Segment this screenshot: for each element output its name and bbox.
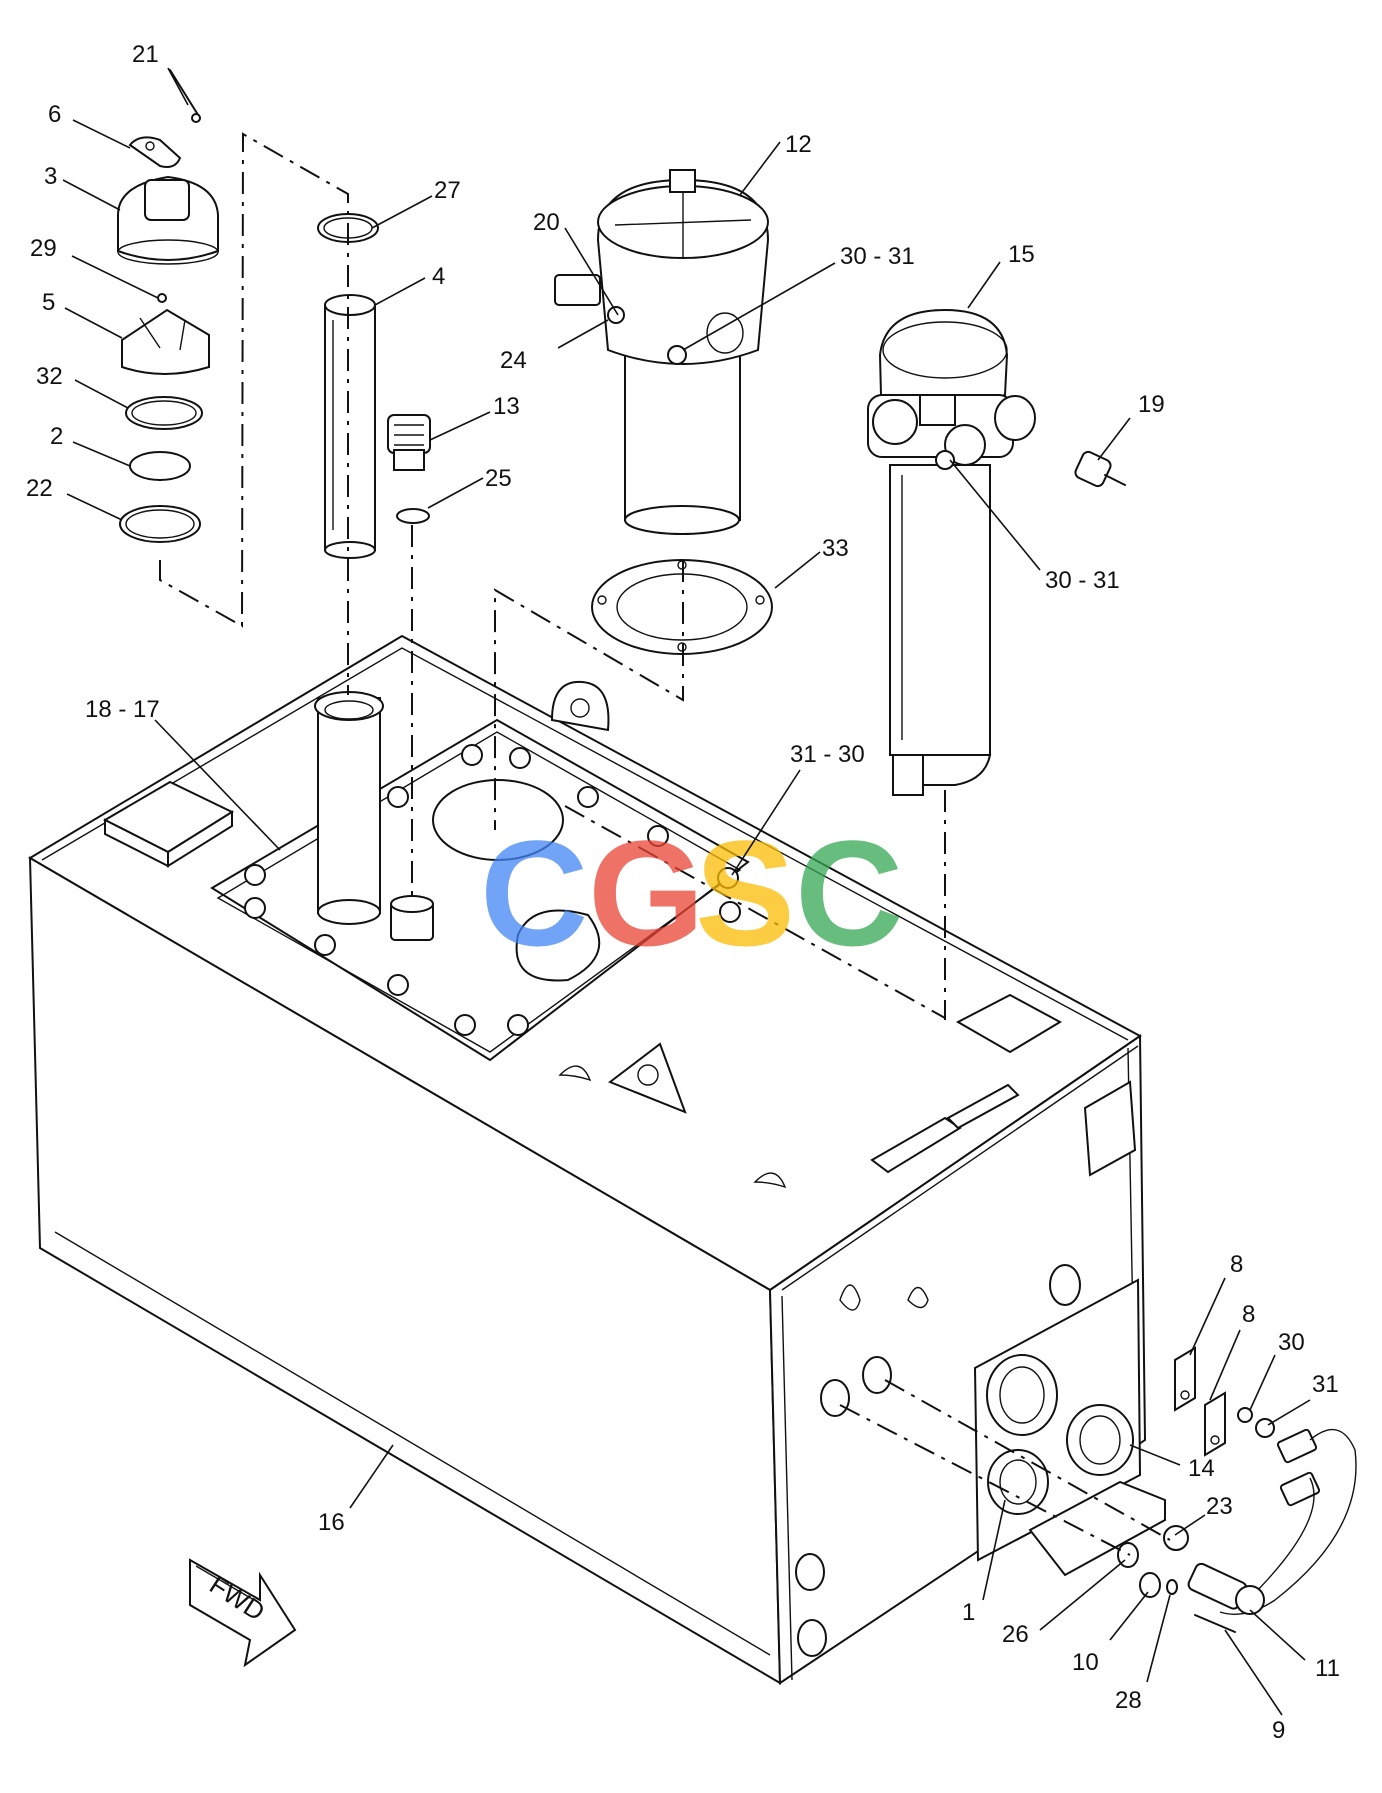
callout-28: 28 bbox=[1115, 1687, 1142, 1714]
callout-18-17: 18 - 17 bbox=[85, 696, 160, 723]
callout-23: 23 bbox=[1206, 1493, 1233, 1520]
callout-8-a: 8 bbox=[1230, 1251, 1243, 1278]
callout-9: 9 bbox=[1272, 1717, 1285, 1744]
callout-30: 30 bbox=[1278, 1329, 1305, 1356]
level-sender bbox=[1187, 1562, 1265, 1615]
callout-20: 20 bbox=[533, 209, 560, 236]
lifting-eyes bbox=[550, 680, 787, 1189]
cap-gasket bbox=[119, 505, 201, 543]
callout-5: 5 bbox=[42, 289, 55, 316]
cap-disc bbox=[129, 451, 191, 481]
callout-14: 14 bbox=[1188, 1455, 1215, 1482]
watermark-letter-c2: C bbox=[795, 809, 903, 977]
filler-cap bbox=[117, 175, 219, 265]
filter-indicator-switch bbox=[1074, 450, 1126, 488]
callout-24: 24 bbox=[500, 347, 527, 374]
small-fittings bbox=[1117, 1525, 1236, 1633]
callout-31-30: 31 - 30 bbox=[790, 741, 865, 768]
cap-lock-pin bbox=[169, 69, 201, 123]
callout-6: 6 bbox=[48, 101, 61, 128]
callout-22: 22 bbox=[26, 475, 53, 502]
watermark-letter-c1: C bbox=[480, 809, 588, 977]
callout-27: 27 bbox=[434, 177, 461, 204]
callout-10: 10 bbox=[1072, 1649, 1099, 1676]
breather bbox=[387, 414, 431, 471]
callout-31: 31 bbox=[1312, 1371, 1339, 1398]
alignment-lines bbox=[159, 132, 1171, 1556]
callout-32: 32 bbox=[36, 363, 63, 390]
callout-12: 12 bbox=[785, 131, 812, 158]
end-port-plate bbox=[973, 1278, 1166, 1577]
washer-nut bbox=[1237, 1407, 1275, 1438]
callout-16: 16 bbox=[318, 1509, 345, 1536]
case-drain-filter bbox=[867, 308, 1036, 796]
cover-plate bbox=[210, 718, 750, 1062]
callout-13: 13 bbox=[493, 393, 520, 420]
callout-labels: 21 6 3 29 5 32 2 22 27 4 13 25 20 24 12 … bbox=[26, 41, 1340, 1744]
leader-lines bbox=[62, 67, 1311, 1716]
callout-33: 33 bbox=[822, 535, 849, 562]
cap-retainer bbox=[128, 136, 182, 168]
top-pads bbox=[870, 993, 1137, 1177]
mount-pad bbox=[102, 780, 235, 868]
watermark-letter-g: G bbox=[588, 809, 705, 977]
cover-bolts bbox=[244, 744, 741, 1036]
callout-21: 21 bbox=[132, 41, 159, 68]
callout-26: 26 bbox=[1002, 1621, 1029, 1648]
return-filter bbox=[554, 169, 770, 535]
callout-2: 2 bbox=[50, 423, 63, 450]
callout-15: 15 bbox=[1008, 241, 1035, 268]
forward-arrow: FWD bbox=[189, 1558, 297, 1668]
cap-insert bbox=[121, 308, 210, 375]
callout-1: 1 bbox=[962, 1599, 975, 1626]
end-bosses bbox=[795, 1264, 1081, 1657]
watermark-letter-s: S bbox=[695, 809, 795, 977]
clips bbox=[1174, 1346, 1226, 1457]
callout-4: 4 bbox=[432, 263, 445, 290]
callout-19: 19 bbox=[1138, 391, 1165, 418]
cap-ball bbox=[157, 293, 167, 303]
watermark: C G S C bbox=[480, 809, 903, 977]
callout-8-b: 8 bbox=[1242, 1301, 1255, 1328]
callout-29: 29 bbox=[30, 235, 57, 262]
callout-25: 25 bbox=[485, 465, 512, 492]
callout-11: 11 bbox=[1315, 1655, 1340, 1682]
breather-washer bbox=[396, 508, 430, 524]
callout-30-31-a: 30 - 31 bbox=[840, 243, 915, 270]
cap-seal-ring bbox=[125, 396, 203, 430]
strainer-tube bbox=[324, 294, 376, 559]
callout-3: 3 bbox=[44, 163, 57, 190]
filler-neck bbox=[314, 691, 384, 925]
breather-boss bbox=[390, 895, 434, 941]
callout-30-31-b: 30 - 31 bbox=[1045, 567, 1120, 594]
